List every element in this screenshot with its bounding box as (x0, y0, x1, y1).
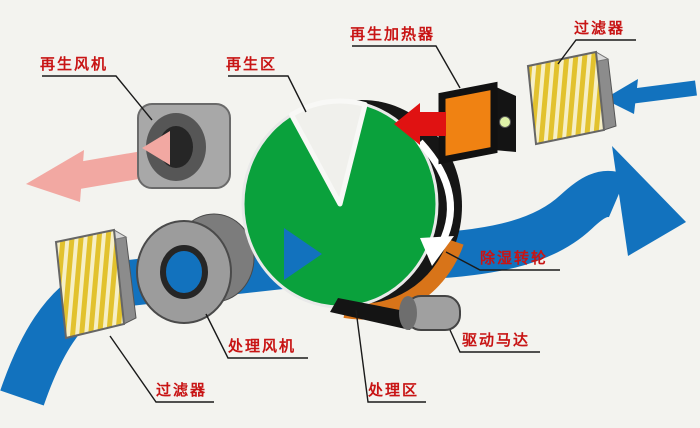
heater-indicator-light (499, 116, 511, 128)
filter-bottom-face (54, 228, 126, 340)
label-process-zone: 处理区 (368, 381, 420, 399)
label-regen-heater: 再生加热器 (350, 25, 436, 43)
leader-filter-bottom (109, 335, 214, 403)
leader-process-zone (355, 309, 426, 403)
label-filter-bottom: 过滤器 (156, 381, 208, 399)
label-filter-top: 过滤器 (574, 19, 626, 37)
leader-regen-fan (42, 75, 153, 121)
label-drive-motor: 驱动马达 (462, 331, 531, 349)
process-fan-unit (136, 213, 255, 324)
heater-front (438, 81, 498, 165)
label-regen-fan: 再生风机 (40, 55, 109, 73)
leader-lines (42, 39, 636, 403)
drive-belt (330, 298, 410, 330)
process-air-duct (0, 146, 686, 406)
hot-air-arrow (394, 103, 446, 145)
process-air-wheel-arrowhead (284, 228, 322, 280)
leader-process-fan (205, 313, 308, 359)
process-outlet-arrowhead (612, 146, 686, 256)
leader-filter-top (557, 39, 636, 65)
leader-dehumid-wheel (445, 251, 560, 271)
motor-pulley (399, 296, 417, 330)
leader-regen-heater (352, 45, 461, 89)
process-fan-opening (160, 245, 208, 299)
regen-air-inlet-arrow (604, 79, 697, 114)
filter-top-unit (526, 50, 617, 146)
label-process-fan: 处理风机 (228, 337, 297, 355)
regen-fan-unit (137, 103, 231, 189)
regeneration-sector (289, 98, 368, 207)
rotation-arrow-head (420, 236, 454, 266)
inlet-arrow-head (604, 79, 638, 114)
regen-heater-unit (394, 81, 516, 165)
label-regen-zone: 再生区 (226, 55, 278, 73)
regen-fan-arrowhead (142, 131, 170, 165)
drive-motor-unit (330, 295, 461, 331)
leader-drive-motor (449, 329, 540, 353)
filter-bottom-unit (54, 228, 137, 340)
filter-top-face (526, 50, 606, 146)
process-duct-path (0, 170, 628, 406)
inlet-arrow-shaft (633, 80, 697, 104)
leader-regen-zone (228, 75, 307, 113)
label-dehumid-wheel: 除湿转轮 (480, 249, 549, 267)
exhaust-arrow-head (26, 150, 84, 202)
